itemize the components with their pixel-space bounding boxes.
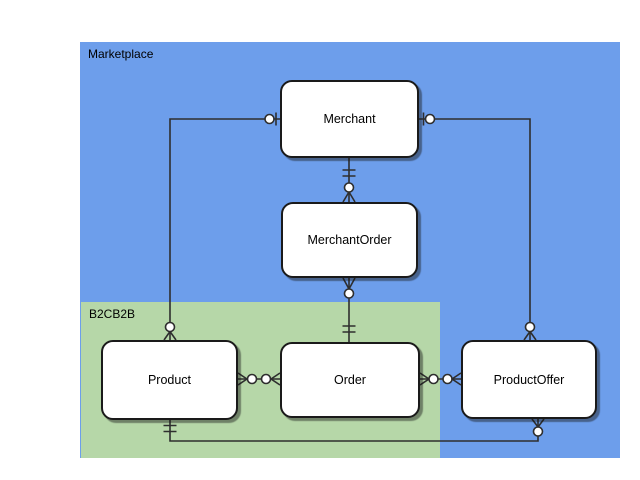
one-bar-marker <box>342 169 356 177</box>
crow-foot-icon <box>523 331 537 341</box>
zero-circle-marker <box>442 373 453 385</box>
zero-circle-marker <box>343 288 355 299</box>
connector-product-order[interactable] <box>237 372 281 386</box>
container-marketplace-label: Marketplace <box>88 47 154 61</box>
connector-product-productoffer[interactable] <box>163 418 545 442</box>
connector-line <box>169 419 539 442</box>
entity-product[interactable]: Product <box>101 340 238 420</box>
zero-circle-marker <box>260 373 272 385</box>
entity-order-label: Order <box>334 373 366 387</box>
container-b2cb2b-label: B2CB2B <box>89 307 136 321</box>
zero-circle-marker <box>428 373 439 385</box>
entity-merchantorder[interactable]: MerchantOrder <box>281 202 418 278</box>
entity-product-label: Product <box>147 373 192 387</box>
crow-foot-icon <box>270 372 281 386</box>
entity-merchantorder-label: MerchantOrder <box>307 233 392 247</box>
connector-merchant-product[interactable] <box>163 112 280 341</box>
entity-productoffer-label: ProductOffer <box>493 372 565 387</box>
zero-circle-marker <box>524 321 536 333</box>
one-bar-marker <box>342 325 356 333</box>
connector-merchant-merchantorder[interactable] <box>342 158 356 203</box>
entity-merchant[interactable]: Merchant <box>280 80 419 158</box>
crow-foot-icon <box>342 277 356 290</box>
connector-merchantorder-order[interactable] <box>342 277 356 342</box>
zero-circle-marker <box>264 113 275 125</box>
zero-circle-marker <box>532 426 544 437</box>
zero-circle-marker <box>343 182 355 193</box>
crow-foot-icon <box>419 372 430 386</box>
one-bar-marker <box>163 424 177 433</box>
crow-foot-icon <box>531 418 545 428</box>
connector-order-productoffer[interactable] <box>419 372 462 386</box>
entity-order[interactable]: Order <box>280 342 420 418</box>
crow-foot-icon <box>342 191 356 203</box>
crow-foot-icon <box>163 331 177 341</box>
connector-line <box>419 118 531 340</box>
zero-circle-marker <box>246 373 258 385</box>
zero-circle-marker <box>424 113 436 125</box>
entity-productoffer[interactable]: ProductOffer <box>461 340 597 419</box>
crow-foot-icon <box>451 372 462 386</box>
connector-merchant-productoffer[interactable] <box>419 112 537 341</box>
connector-line <box>169 118 280 340</box>
crow-foot-icon <box>237 372 248 386</box>
entity-merchant-label: Merchant <box>323 112 376 126</box>
zero-circle-marker <box>164 321 176 333</box>
